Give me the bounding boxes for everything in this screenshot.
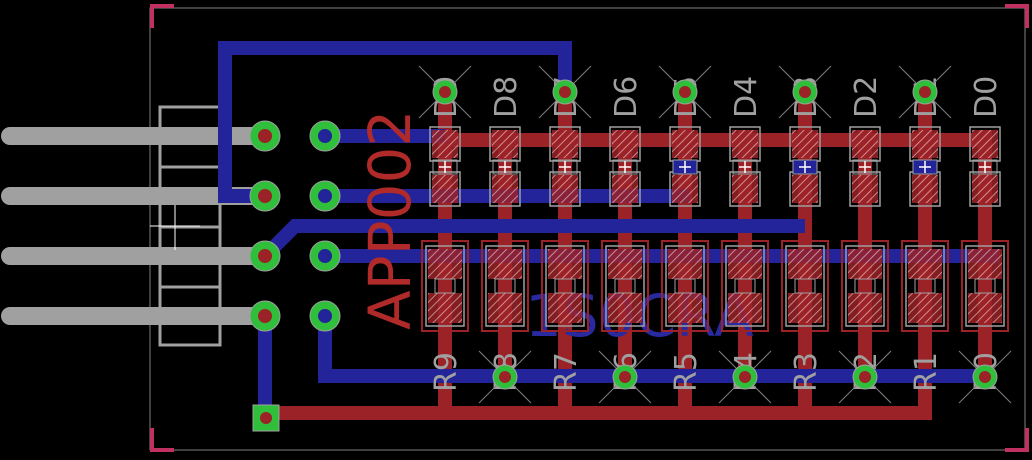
header-connector-body [150,105,222,347]
led-footprint[interactable] [909,126,941,207]
resistor-footprint[interactable] [421,240,469,332]
header-pad[interactable] [249,240,281,272]
header-pad[interactable] [309,300,341,332]
resistor-label: R7 [549,352,584,392]
led-label: D2 [849,76,884,118]
led-label: D8 [489,76,524,118]
resistor-footprint[interactable] [481,240,529,332]
led-footprint[interactable] [789,126,821,207]
resistor-footprint[interactable] [541,240,589,332]
resistor-via[interactable] [838,350,892,404]
led-footprint[interactable] [429,126,461,207]
resistor-footprint[interactable] [721,240,769,332]
header-pad[interactable] [249,300,281,332]
header-pad[interactable] [249,120,281,152]
led-label: D4 [729,76,764,118]
led-footprint[interactable] [849,126,881,207]
resistor-label: R3 [789,352,824,392]
resistor-footprint[interactable] [781,240,829,332]
board-name-label: APP002 [356,110,424,330]
resistor-via[interactable] [598,350,652,404]
led-footprint[interactable] [729,126,761,207]
led-label: D6 [609,76,644,118]
corner-marks [150,4,1029,452]
resistor-footprint[interactable] [961,240,1009,332]
led-via[interactable] [538,65,592,119]
resistor-via[interactable] [478,350,532,404]
header-pad[interactable] [309,180,341,212]
resistor-label: R9 [429,352,464,392]
resistor-footprint[interactable] [841,240,889,332]
resistor-footprint[interactable] [661,240,709,332]
square-pad-hole [260,412,272,424]
header-pad[interactable] [249,180,281,212]
header-pad[interactable] [309,120,341,152]
resistor-via[interactable] [718,350,772,404]
resistor-footprint[interactable] [901,240,949,332]
led-footprint[interactable] [549,126,581,207]
led-via[interactable] [898,65,952,119]
resistor-footprint[interactable] [601,240,649,332]
led-via[interactable] [658,65,712,119]
led-footprint[interactable] [969,126,1001,207]
led-footprint[interactable] [609,126,641,207]
led-via[interactable] [418,65,472,119]
led-label: D0 [969,76,1004,118]
resistor-via[interactable] [958,350,1012,404]
led-footprint[interactable] [669,126,701,207]
led-footprint[interactable] [489,126,521,207]
board-outline [149,7,1026,451]
header-pad[interactable] [309,240,341,272]
led-via[interactable] [778,65,832,119]
resistor-label: R5 [669,352,704,392]
resistor-label: R1 [909,352,944,392]
